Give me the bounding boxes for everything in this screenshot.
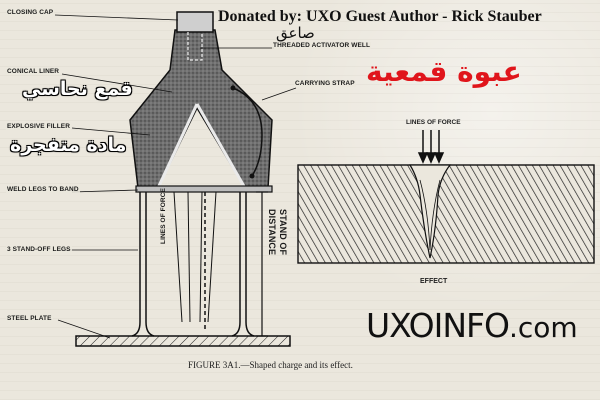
force-arrows [417, 130, 445, 164]
label-threaded-well: THREADED ACTIVATOR WELL [272, 42, 372, 49]
label-carrying-strap: CARRYING STRAP [294, 80, 356, 87]
jet-lines-of-force [173, 191, 217, 323]
arabic-title: عبوة قمعية [366, 55, 522, 88]
label-effect: EFFECT [420, 278, 448, 285]
leader-lines [54, 14, 297, 339]
label-closing-cap: CLOSING CAP [6, 9, 55, 16]
closing-cap [176, 11, 214, 33]
credit-line: Donated by: UXO Guest Author - Rick Stau… [218, 8, 542, 25]
label-explosive-filler: EXPLOSIVE FILLER [6, 123, 71, 130]
figure-caption: FIGURE 3A1.—Shaped charge and its effect… [188, 360, 353, 370]
penetration-cavity [408, 164, 452, 259]
brand-logo: UXOINFO.com [366, 306, 578, 345]
label-steel-plate: STEEL PLATE [6, 315, 53, 322]
label-standoff-legs: 3 STAND-OFF LEGS [6, 246, 72, 253]
arabic-detonator: صاعق [276, 24, 315, 42]
activator-well [187, 32, 203, 61]
conical-liner [156, 103, 247, 189]
carrying-strap [232, 87, 263, 177]
weld-band [135, 185, 273, 193]
label-weld-legs: WELD LEGS TO BAND [6, 186, 80, 193]
arabic-copper-liner: قمع نحاسي [22, 78, 133, 100]
label-lines-of-force: LINES OF FORCE [406, 119, 461, 126]
brand-name: UXOINFO [366, 306, 510, 345]
label-standoff-distance: STAND OF DISTANCE [267, 209, 288, 256]
steel-plate [75, 335, 291, 347]
standoff-dimension [256, 191, 268, 337]
brand-tld: .com [509, 311, 578, 344]
effect-diagram [297, 130, 595, 264]
arabic-explosive: مادة متفجرة [10, 134, 127, 156]
standoff-legs [131, 192, 255, 337]
label-conical-liner: CONICAL LINER [6, 68, 61, 75]
label-jet-lines-of-force: LINES OF FORCE [160, 188, 167, 244]
